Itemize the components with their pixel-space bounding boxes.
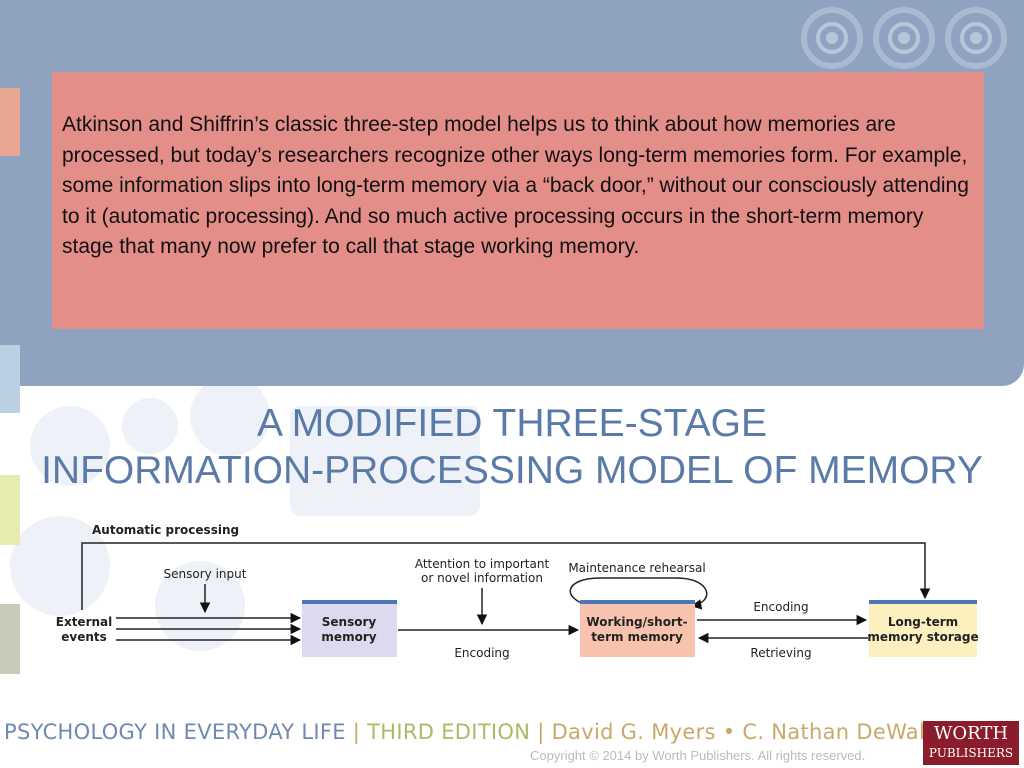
label-retrieving: Retrieving xyxy=(750,646,811,660)
footer-book-title: PSYCHOLOGY IN EVERYDAY LIFE xyxy=(4,720,346,744)
working-memory-box xyxy=(580,600,695,657)
label-sensory-memory-line2: memory xyxy=(321,630,376,644)
logo-line-1: WORTH xyxy=(933,723,1009,744)
footer-copyright: Copyright © 2014 by Worth Publishers. Al… xyxy=(530,748,866,763)
maintenance-rehearsal-loop xyxy=(569,577,708,610)
label-automatic-processing: Automatic processing xyxy=(92,523,239,537)
publisher-logo: WORTH PUBLISHERS xyxy=(923,721,1019,765)
label-sensory-memory-line1: Sensory xyxy=(322,615,377,629)
long-term-memory-box xyxy=(869,600,977,657)
side-tab-salmon xyxy=(0,88,20,156)
logo-line-2: PUBLISHERS xyxy=(928,746,1014,760)
callout-box: Atkinson and Shiffrin’s classic three-st… xyxy=(52,72,984,329)
label-working-memory-line2: term memory xyxy=(591,630,683,644)
sensory-memory-top-bar xyxy=(302,600,397,604)
side-tab-yellow xyxy=(0,475,20,545)
label-long-term-line2: memory storage xyxy=(867,630,978,644)
label-maintenance-rehearsal: Maintenance rehearsal xyxy=(568,561,705,575)
long-term-memory-top-bar xyxy=(869,600,977,604)
sensory-memory-box xyxy=(302,600,397,657)
label-sensory-input: Sensory input xyxy=(164,567,247,581)
side-tab-blue xyxy=(0,345,20,413)
background-decoration xyxy=(10,386,480,651)
automatic-processing-path xyxy=(81,542,931,610)
label-attention-line1: Attention to important xyxy=(415,557,550,571)
memory-model-diagram: Automatic processing External events Sen… xyxy=(56,523,979,660)
label-external-line2: events xyxy=(61,630,107,644)
callout-text: Atkinson and Shiffrin’s classic three-st… xyxy=(62,113,969,259)
label-long-term-line1: Long-term xyxy=(888,615,958,629)
decorative-circles xyxy=(801,7,1007,69)
label-encoding-upper: Encoding xyxy=(753,600,808,614)
footer-book-info: PSYCHOLOGY IN EVERYDAY LIFE | THIRD EDIT… xyxy=(4,720,931,744)
side-tab-gray xyxy=(0,604,20,674)
label-external-line1: External xyxy=(56,615,112,629)
working-memory-top-bar xyxy=(580,600,695,604)
footer-authors: David G. Myers • C. Nathan DeWall xyxy=(551,720,932,744)
label-encoding-lower: Encoding xyxy=(454,646,509,660)
title-line-2: INFORMATION-PROCESSING MODEL OF MEMORY xyxy=(41,449,983,492)
footer-separator-1: | xyxy=(352,720,361,744)
footer-separator-2: | xyxy=(537,720,545,744)
label-working-memory-line1: Working/short- xyxy=(586,615,687,629)
footer-edition: THIRD EDITION xyxy=(367,720,531,744)
label-attention-line2: or novel information xyxy=(421,571,543,585)
title-line-1: A MODIFIED THREE-STAGE xyxy=(257,402,767,445)
slide-title: A MODIFIED THREE-STAGE INFORMATION-PROCE… xyxy=(0,400,1024,494)
